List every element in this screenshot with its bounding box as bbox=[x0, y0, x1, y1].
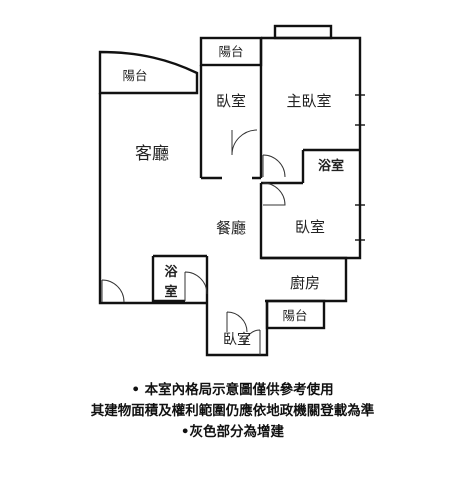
wall-balcony-bottom bbox=[265, 299, 326, 330]
label-dining-room: 餐廳 bbox=[216, 219, 246, 237]
door-bedroom-right bbox=[262, 182, 286, 206]
wall-bath-lower bbox=[151, 254, 209, 303]
label-bedroom-mid: 臥室 bbox=[216, 92, 246, 110]
label-bedroom-bottom: 臥室 bbox=[223, 331, 251, 348]
wall-balcony-left bbox=[98, 50, 199, 95]
label-living-room: 客廳 bbox=[135, 144, 169, 164]
wall-bedroom-mid bbox=[199, 65, 261, 180]
wall-protrusion bbox=[273, 24, 333, 40]
floor-plan: 陽台 陽台 臥室 主臥室 浴室 客廳 餐廳 臥室 浴 室 廚房 臥室 陽台 bbox=[98, 24, 365, 357]
door-bedroom-bottom bbox=[226, 311, 248, 333]
label-bathroom-lower-2: 室 bbox=[164, 284, 177, 300]
door-bedroom-mid bbox=[231, 129, 258, 156]
wall-living-outer bbox=[98, 93, 207, 305]
label-balcony-left: 陽台 bbox=[122, 68, 147, 83]
door-protrusion bbox=[244, 329, 261, 355]
door-swings bbox=[101, 129, 286, 355]
label-master-bedroom: 主臥室 bbox=[286, 92, 331, 110]
label-bathroom-lower-1: 浴 bbox=[164, 264, 178, 280]
note-line-3: •灰色部分為增建 bbox=[180, 424, 285, 440]
label-balcony-bottom: 陽台 bbox=[282, 308, 307, 323]
label-bathroom-master: 浴室 bbox=[318, 158, 344, 174]
room-labels: 陽台 陽台 臥室 主臥室 浴室 客廳 餐廳 臥室 浴 室 廚房 臥室 陽台 bbox=[122, 44, 344, 348]
window-ticks bbox=[355, 94, 365, 241]
label-kitchen: 廚房 bbox=[290, 274, 320, 292]
door-master bbox=[262, 154, 286, 178]
door-bath-lower bbox=[184, 271, 208, 301]
door-living bbox=[101, 279, 125, 303]
note-line-2: 其建物面積及權利範圍仍應依地政機關登載為準 bbox=[90, 403, 375, 419]
wall-master bbox=[259, 36, 362, 185]
note-line-1: • 本室內格局示意圖僅供參考使用 bbox=[131, 382, 334, 398]
label-balcony-top: 陽台 bbox=[218, 44, 243, 59]
label-bedroom-right: 臥室 bbox=[295, 218, 325, 236]
walls bbox=[98, 24, 362, 357]
disclaimer-notes: • 本室內格局示意圖僅供參考使用 其建物面積及權利範圍仍應依地政機關登載為準 •… bbox=[0, 380, 465, 443]
